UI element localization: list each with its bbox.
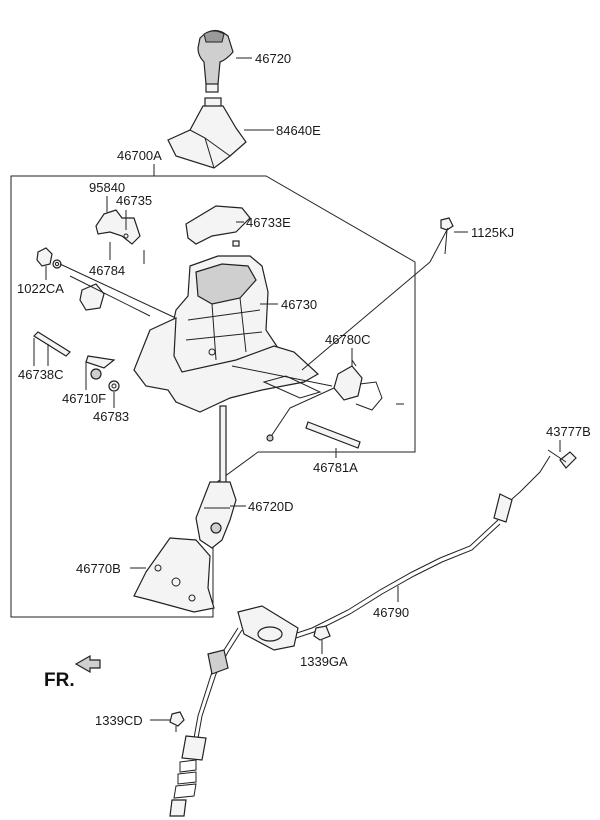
label-46730: 46730 (281, 297, 317, 312)
bracket-95840 (95, 209, 141, 245)
front-direction-label: FR. (44, 670, 75, 691)
clip-46783 (108, 380, 120, 392)
sensor-block (59, 263, 181, 321)
bracket-46770B (133, 537, 215, 613)
label-46784: 46784 (89, 263, 125, 278)
label-46733E: 46733E (246, 215, 291, 230)
shift-knob (197, 29, 234, 93)
base-plate (133, 317, 322, 413)
cable-46790 (169, 455, 551, 817)
shift-boot (167, 97, 247, 169)
assembly-boundary (10, 175, 416, 618)
link-46710F (85, 355, 116, 380)
label-84640E: 84640E (276, 123, 321, 138)
actuator-46780C (266, 359, 404, 442)
label-46738C: 46738C (18, 367, 64, 382)
front-arrow-icon (74, 654, 101, 674)
label-46735: 46735 (116, 193, 152, 208)
indicator-cover (185, 205, 251, 247)
label-46700A: 46700A (117, 148, 162, 163)
shaft-46720D (195, 405, 237, 549)
nut-1339CD (169, 711, 185, 732)
bolt-43777B (547, 449, 577, 469)
label-46770B: 46770B (76, 561, 121, 576)
label-1022CA: 1022CA (17, 281, 64, 296)
label-1339CD: 1339CD (95, 713, 143, 728)
label-46710F: 46710F (62, 391, 106, 406)
label-46720: 46720 (255, 51, 291, 66)
label-1125KJ: 1125KJ (471, 225, 514, 240)
label-46790: 46790 (373, 605, 409, 620)
label-46780C: 46780C (325, 332, 371, 347)
nut-1339GA (313, 625, 331, 641)
label-95840: 95840 (89, 180, 125, 195)
label-46783: 46783 (93, 409, 129, 424)
label-43777B: 43777B (546, 424, 591, 439)
label-46720D: 46720D (248, 499, 294, 514)
label-1339GA: 1339GA (300, 654, 348, 669)
pin-46738C (33, 331, 71, 357)
rod-46781A (231, 365, 361, 449)
bolt-1125KJ (301, 217, 454, 371)
label-46781A: 46781A (313, 460, 358, 475)
nut-1022CA (36, 247, 62, 269)
leader-lines (33, 57, 561, 721)
